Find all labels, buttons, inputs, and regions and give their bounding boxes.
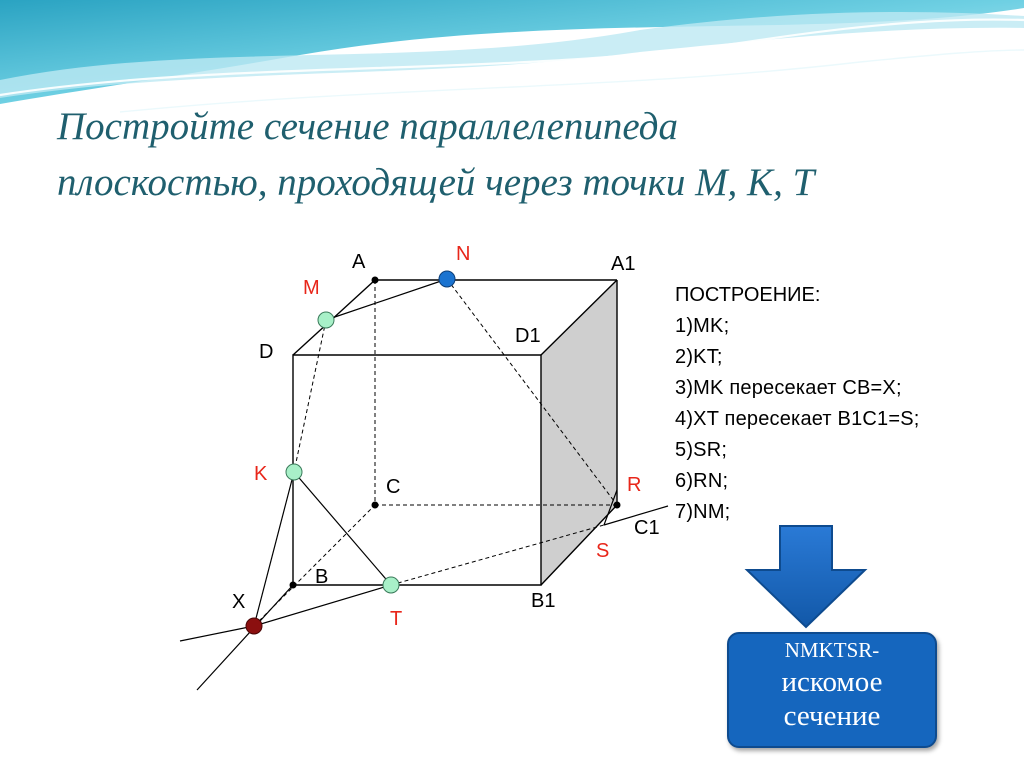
line-K-X <box>253 471 295 627</box>
vertex-C1-dot <box>613 501 621 509</box>
construction-heading: ПОСТРОЕНИЕ: <box>675 284 821 306</box>
vertex-dots <box>289 276 621 589</box>
label-B1: B1 <box>531 590 555 612</box>
label-A: A <box>352 251 366 273</box>
answer-text-line-1: искомое <box>781 666 883 698</box>
answer-box: NMKTSR- искомое сечение <box>727 632 937 748</box>
vertex-C-dot <box>371 501 379 509</box>
line-S-R <box>603 489 618 526</box>
label-C1: C1 <box>634 517 660 539</box>
line-K-T <box>293 471 392 586</box>
wave-line-1 <box>0 18 1024 97</box>
label-S: S <box>596 540 609 562</box>
vertex-B-dot <box>289 581 297 589</box>
label-B: B <box>315 566 328 588</box>
side-face <box>541 280 617 585</box>
construction-step: 5)SR; <box>675 439 728 461</box>
edge-D1-A1 <box>540 279 618 356</box>
point-T <box>382 576 400 594</box>
line-M-K <box>293 319 327 473</box>
answer-text-line-2: сечение <box>783 700 881 732</box>
construction-step: 7)NM; <box>675 501 731 523</box>
wave-line-3 <box>119 49 1024 113</box>
point-X <box>245 617 263 635</box>
label-M: M <box>303 277 320 299</box>
wave-line-2 <box>0 31 1024 109</box>
down-arrow-icon <box>744 525 868 629</box>
construction-steps: ПОСТРОЕНИЕ: 1)MK; 2)KT; 3)MK пересекает … <box>675 280 920 528</box>
construction-step: 4)XT пересекает B1C1=S; <box>675 408 920 430</box>
line-T-S <box>390 524 605 586</box>
wave-band-2 <box>0 11 1024 98</box>
construction-step: 6)RN; <box>675 470 729 492</box>
vertex-A-dot <box>371 276 379 284</box>
label-D1: D1 <box>515 325 541 347</box>
line-XT-extension <box>179 625 255 642</box>
point-K <box>285 463 303 481</box>
title-line-1: Постройте сечение параллелепипеда <box>57 105 678 148</box>
label-C: C <box>386 476 400 498</box>
line-N-R <box>446 278 618 506</box>
edge-B1-C1 <box>540 504 618 586</box>
construction-step: 2)KT; <box>675 346 723 368</box>
label-R: R <box>627 474 641 496</box>
wave-banner <box>0 0 1024 113</box>
line-X-T <box>253 584 392 627</box>
label-N: N <box>456 243 470 265</box>
line-M-N <box>325 278 448 321</box>
answer-section-name: NMKTSR- <box>784 638 880 662</box>
line-X-B-extension <box>196 584 294 691</box>
label-T: T <box>390 608 402 630</box>
label-X: X <box>232 591 245 613</box>
section-lines <box>179 278 669 691</box>
label-D: D <box>259 341 273 363</box>
construction-step: 1)MK; <box>675 315 730 337</box>
label-K: K <box>254 463 268 485</box>
construction-step: 3)MK пересекает CB=X; <box>675 377 902 399</box>
title-line-2: плоскостью, проходящей через точки M, K,… <box>57 161 815 204</box>
line-S-C1-extension <box>603 505 669 526</box>
wave-band-1 <box>0 0 1024 104</box>
point-N <box>438 270 456 288</box>
label-A1: A1 <box>611 253 635 275</box>
point-M <box>317 311 335 329</box>
